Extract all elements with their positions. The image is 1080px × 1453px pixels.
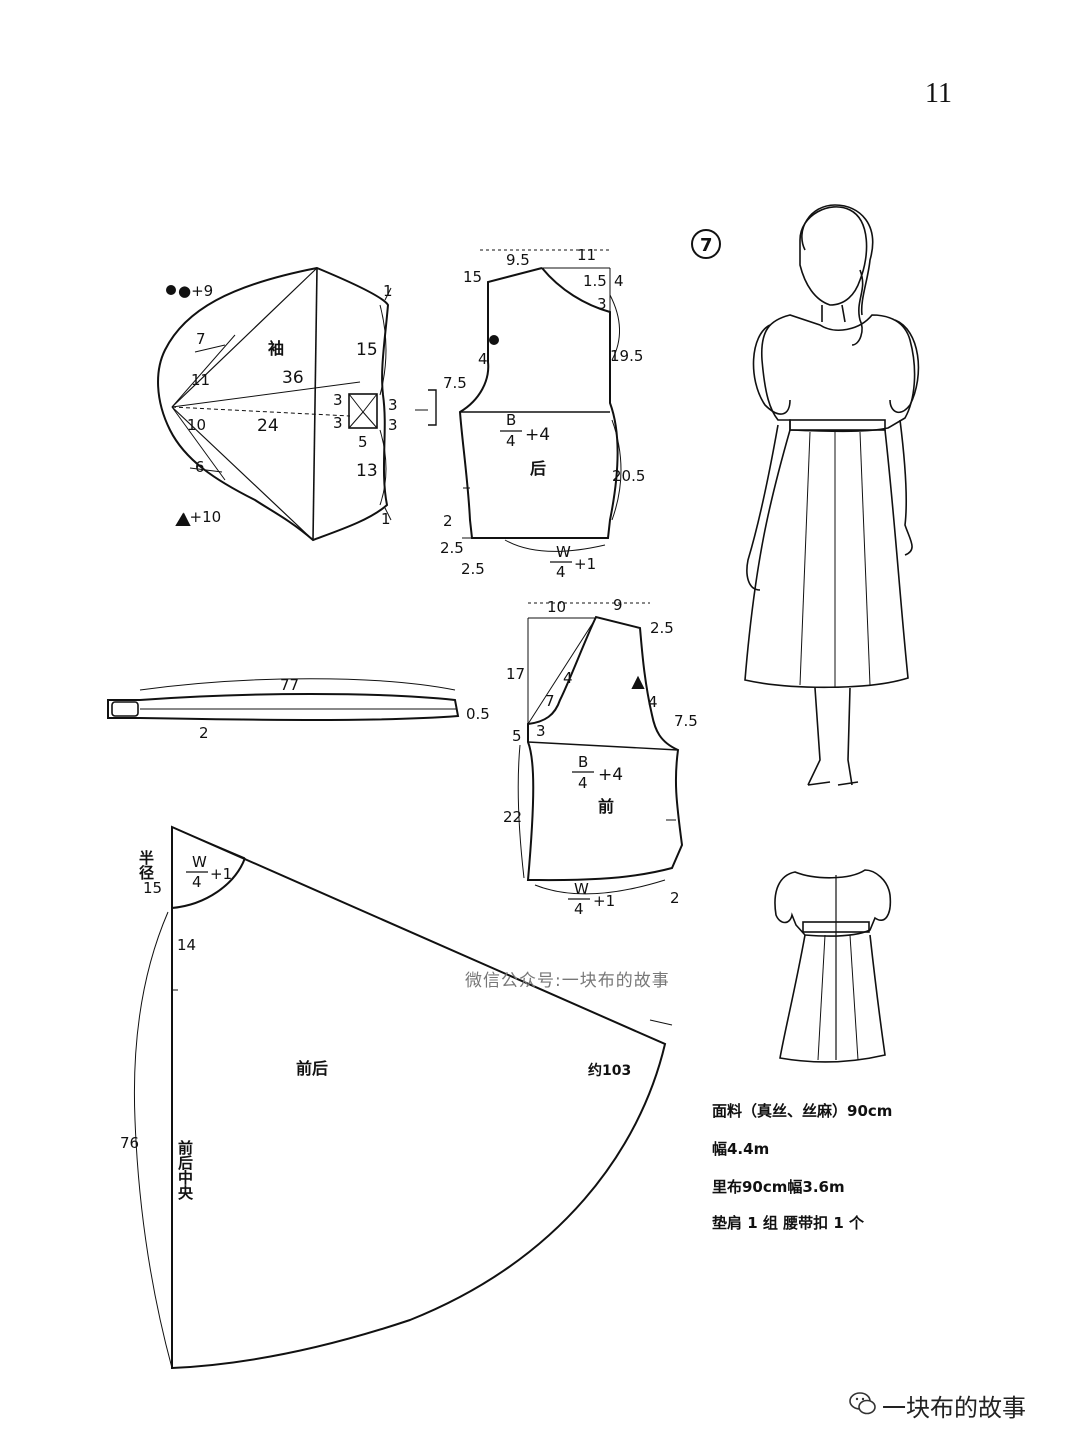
svg-text:3: 3 — [333, 414, 343, 432]
svg-text:15: 15 — [356, 340, 378, 360]
svg-text:2.5: 2.5 — [650, 619, 674, 637]
watermark: 微信公众号:一块布的故事 — [465, 971, 670, 991]
svg-text:9: 9 — [613, 596, 623, 614]
svg-text:3: 3 — [388, 396, 398, 414]
wechat-icon — [849, 1392, 876, 1415]
skirt-radius-label: 半径 — [137, 849, 155, 881]
svg-text:7: 7 — [196, 330, 206, 348]
svg-text:4: 4 — [556, 563, 566, 581]
sleeve-labels: ●+9 ▲+10 袖 7 11 36 10 24 6 15 13 1 1 3 3… — [178, 282, 398, 528]
svg-text:7.5: 7.5 — [443, 374, 467, 392]
front-bodice-outline — [526, 615, 684, 882]
svg-text:7: 7 — [700, 235, 713, 256]
svg-text:36: 36 — [282, 368, 304, 388]
front-bodice-pattern — [517, 602, 684, 895]
svg-text:2.5: 2.5 — [440, 539, 464, 557]
svg-text:1.5: 1.5 — [583, 272, 607, 290]
belt-pattern — [107, 678, 460, 721]
back-bodice-pattern — [458, 249, 622, 552]
svg-text:3: 3 — [388, 416, 398, 434]
svg-text:19.5: 19.5 — [610, 347, 643, 365]
svg-text:17: 17 — [506, 665, 525, 683]
svg-text:5: 5 — [512, 727, 522, 745]
svg-text:+4: +4 — [598, 765, 623, 785]
svg-text:76: 76 — [120, 1134, 139, 1152]
page-number: 11 — [925, 78, 952, 109]
fabric-note-lining: 里布90cm幅3.6m — [712, 1178, 845, 1196]
svg-text:1: 1 — [383, 282, 393, 300]
svg-text:1: 1 — [381, 510, 391, 528]
style-number-mark: 7 — [691, 229, 721, 259]
fabric-note-notions: 垫肩 1 组 腰带扣 1 个 — [712, 1214, 864, 1232]
svg-text:10: 10 — [187, 416, 206, 434]
svg-text:14: 14 — [177, 936, 196, 954]
sleeve-pattern — [157, 266, 437, 542]
svg-text:2: 2 — [670, 889, 680, 907]
svg-text:W: W — [556, 543, 571, 561]
back-bodice-title: 后 — [530, 459, 546, 478]
belt-labels: 77 0.5 2 — [199, 676, 490, 742]
model-illustration — [744, 204, 920, 786]
svg-text:4: 4 — [574, 900, 584, 918]
skirt-center-label: 前后中央 — [176, 1139, 194, 1201]
svg-text:2: 2 — [199, 724, 209, 742]
back-bodice-outline — [458, 267, 619, 539]
skirt-title: 前后 — [296, 1059, 328, 1078]
svg-text:B: B — [578, 753, 588, 771]
svg-text:7.5: 7.5 — [674, 712, 698, 730]
front-bodice-title: 前 — [598, 797, 614, 816]
svg-text:+1: +1 — [574, 555, 596, 573]
svg-text:0.5: 0.5 — [466, 705, 490, 723]
svg-text:4: 4 — [648, 693, 658, 711]
svg-text:11: 11 — [191, 371, 210, 389]
svg-text:W: W — [192, 853, 207, 871]
svg-text:4: 4 — [614, 272, 624, 290]
svg-text:7: 7 — [545, 692, 555, 710]
sleeve-dot-mark: ●+9 — [178, 282, 213, 300]
svg-text:3: 3 — [333, 391, 343, 409]
skirt-pattern — [133, 825, 673, 1370]
sleeve-triangle-mark: ▲+10 — [178, 508, 221, 526]
svg-text:+1: +1 — [593, 892, 615, 910]
svg-text:11: 11 — [577, 246, 596, 264]
svg-text:4: 4 — [506, 432, 516, 450]
svg-text:4: 4 — [578, 774, 588, 792]
svg-text:3: 3 — [597, 295, 607, 313]
svg-text:5: 5 — [358, 433, 368, 451]
svg-text:+4: +4 — [525, 425, 550, 445]
svg-text:10: 10 — [547, 598, 566, 616]
svg-text:15: 15 — [463, 268, 482, 286]
svg-text:15: 15 — [143, 879, 162, 897]
belt-outline — [107, 693, 460, 721]
svg-text:W: W — [574, 880, 589, 898]
back-bodice-labels: 后 B 4 +4 W 4 +1 9.5 11 15 1.5 4 3 4 7.5 … — [440, 246, 645, 581]
svg-text:4: 4 — [478, 350, 488, 368]
svg-text:20.5: 20.5 — [612, 467, 645, 485]
sleeve-title: 袖 — [268, 339, 284, 358]
dress-back-view — [774, 869, 892, 1063]
svg-text:24: 24 — [257, 416, 279, 436]
brand-name: 一块布的故事 — [882, 1394, 1026, 1422]
svg-text:B: B — [506, 411, 516, 429]
svg-text:4: 4 — [192, 873, 202, 891]
svg-text:77: 77 — [280, 676, 299, 694]
svg-text:13: 13 — [356, 461, 378, 481]
svg-text:4: 4 — [563, 669, 573, 687]
svg-text:+1: +1 — [210, 865, 232, 883]
skirt-labels: 前后 半径 15 W 4 +1 14 76 约103 前后中央 — [120, 849, 631, 1201]
skirt-waist-curve — [171, 857, 246, 909]
front-bodice-labels: 前 B 4 +4 W 4 +1 10 9 2.5 17 4 7 4 7.5 5 … — [503, 596, 698, 918]
fabric-note-main: 面料（真丝、丝麻）90cm — [712, 1102, 893, 1120]
svg-text:22: 22 — [503, 808, 522, 826]
svg-text:6: 6 — [195, 458, 205, 476]
fabric-note-width: 幅4.4m — [712, 1140, 770, 1158]
svg-text:约103: 约103 — [588, 1062, 631, 1079]
svg-text:9.5: 9.5 — [506, 251, 530, 269]
svg-text:3: 3 — [536, 722, 546, 740]
skirt-outline — [171, 825, 667, 1370]
svg-text:2: 2 — [443, 512, 453, 530]
svg-text:2.5: 2.5 — [461, 560, 485, 578]
